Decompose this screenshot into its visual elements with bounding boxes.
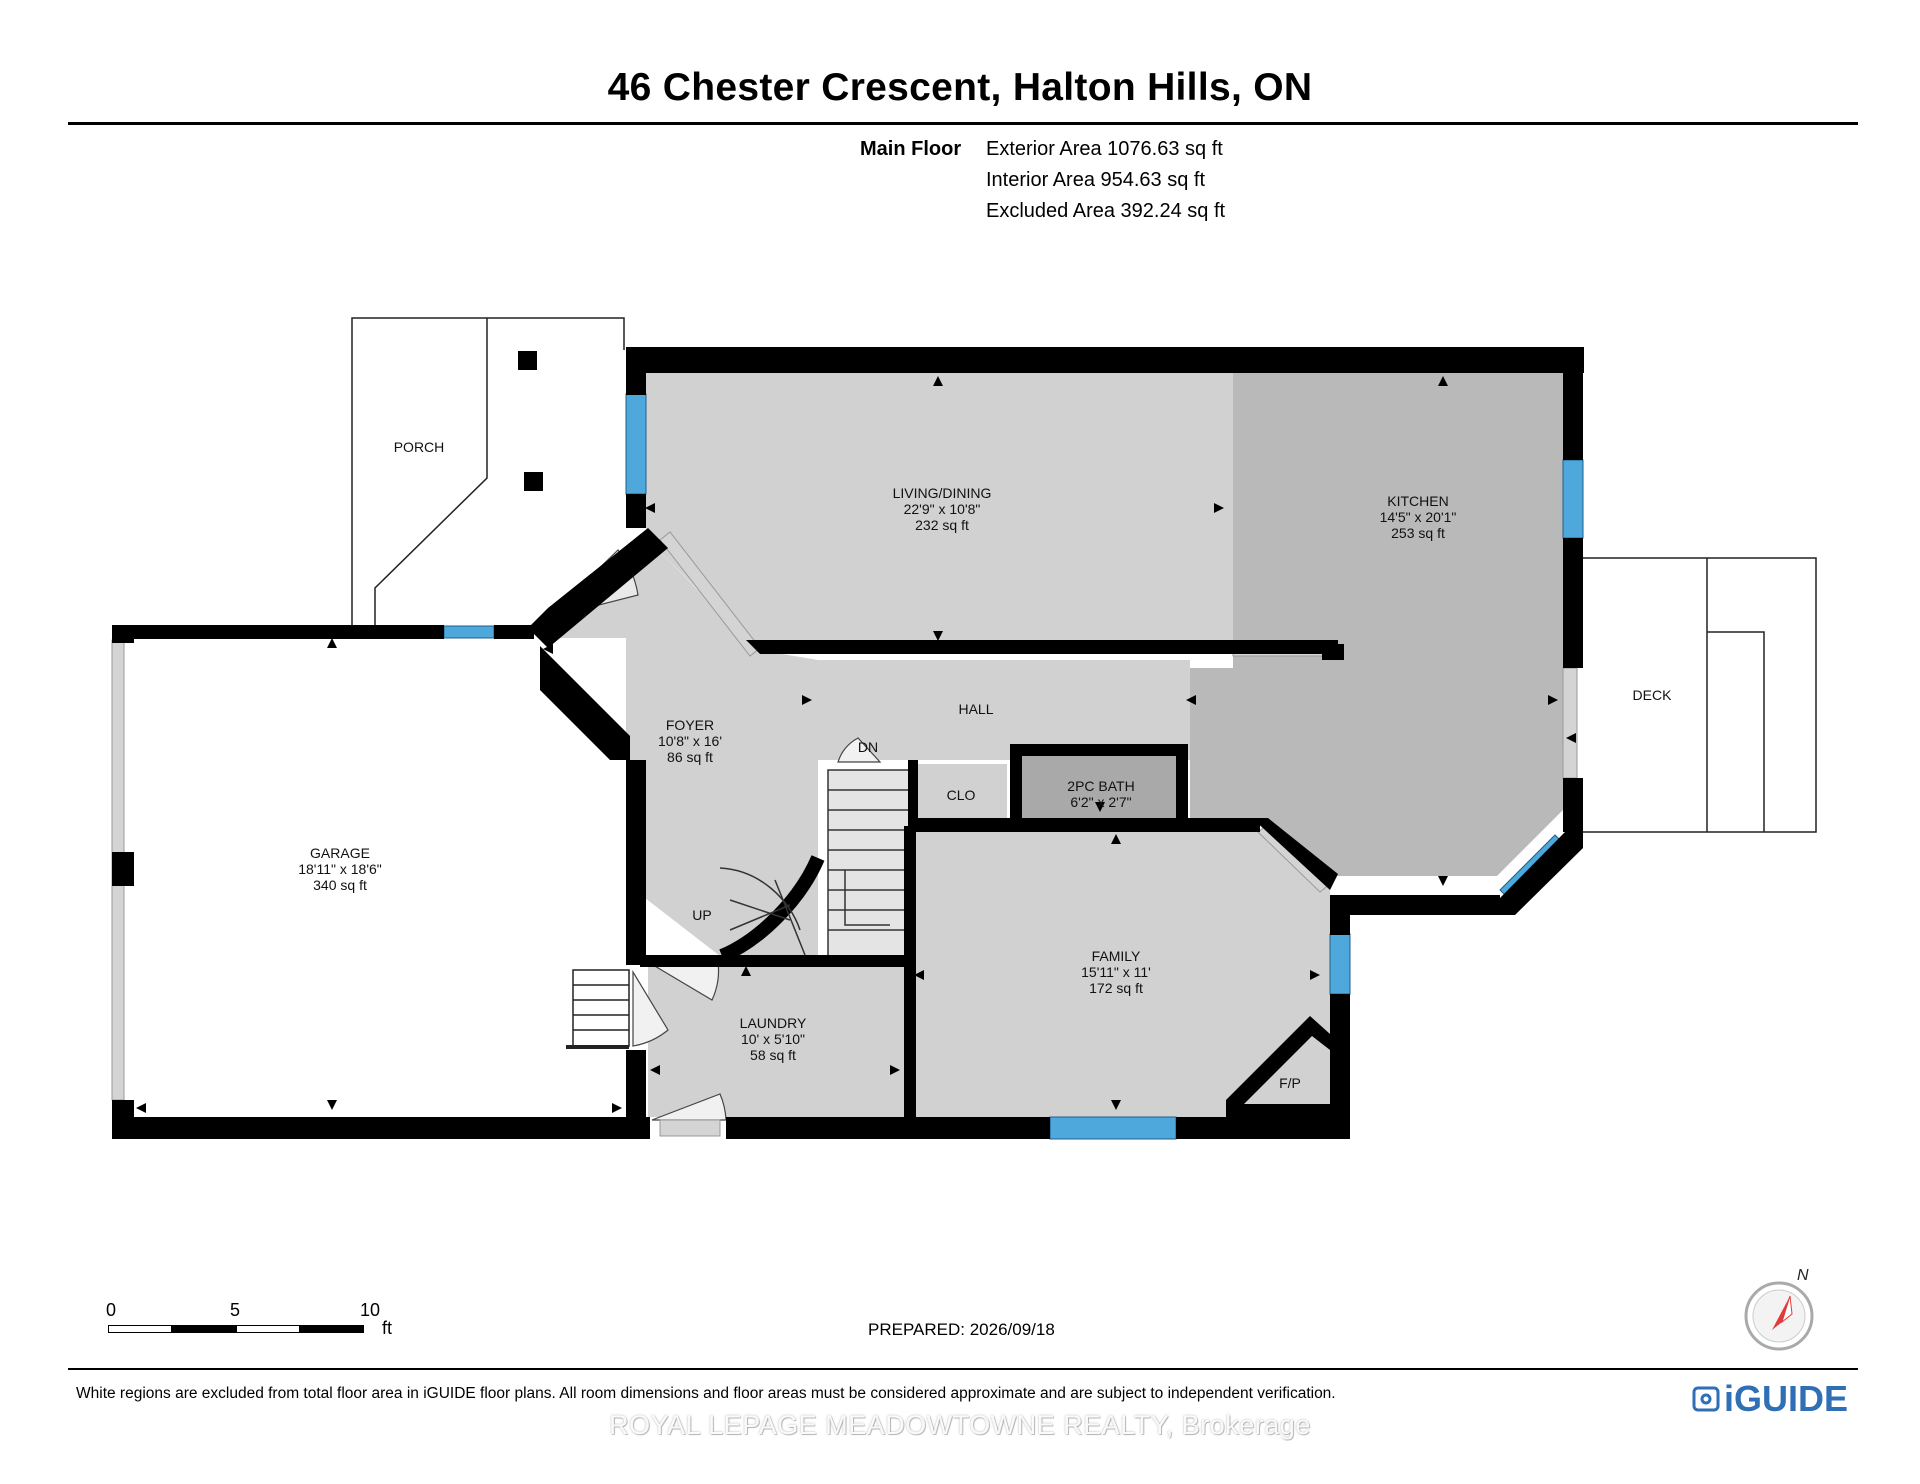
interior-area: Interior Area 954.63 sq ft bbox=[986, 169, 1206, 191]
walls bbox=[112, 347, 1584, 1139]
garage-label: GARAGE bbox=[310, 845, 370, 861]
prepared-date: PREPARED: 2026/09/18 bbox=[868, 1320, 1055, 1339]
garage-steps bbox=[566, 969, 630, 1049]
living-dining-area: 232 sq ft bbox=[915, 517, 969, 533]
stairs bbox=[719, 769, 911, 963]
porch-label: PORCH bbox=[394, 439, 445, 455]
kitchen-area: 253 sq ft bbox=[1391, 525, 1445, 541]
fp-label: F/P bbox=[1279, 1075, 1301, 1091]
compass-north: N bbox=[1797, 1267, 1809, 1284]
porch-post bbox=[518, 351, 537, 370]
deck-label: DECK bbox=[1633, 687, 1673, 703]
clo-label: CLO bbox=[947, 787, 976, 803]
disclaimer: White regions are excluded from total fl… bbox=[76, 1385, 1336, 1402]
bath-dims: 6'2" x 2'7" bbox=[1070, 794, 1131, 810]
foyer-area: 86 sq ft bbox=[667, 749, 713, 765]
porch-post bbox=[524, 472, 543, 491]
family-area: 172 sq ft bbox=[1089, 980, 1143, 996]
iguide-logo-icon bbox=[1692, 1386, 1720, 1412]
bottom-rule bbox=[68, 1368, 1858, 1370]
scale-bar bbox=[108, 1305, 398, 1335]
laundry-fill bbox=[648, 966, 904, 1117]
laundry-label: LAUNDRY bbox=[740, 1015, 807, 1031]
kitchen-fill bbox=[1190, 372, 1563, 876]
porch-outline bbox=[351, 317, 625, 626]
top-rule bbox=[68, 122, 1858, 125]
floor-name: Main Floor bbox=[860, 138, 962, 160]
foyer-dims: 10'8" x 16' bbox=[658, 733, 722, 749]
clo-fill bbox=[912, 764, 1007, 826]
garage-dims: 18'11" x 18'6" bbox=[298, 861, 382, 877]
kitchen-dims: 14'5" x 20'1" bbox=[1380, 509, 1457, 525]
iguide-logo: iGUIDE bbox=[1692, 1378, 1848, 1420]
scale-unit: ft bbox=[382, 1318, 393, 1338]
garage-fill bbox=[130, 638, 626, 1118]
garage-area: 340 sq ft bbox=[313, 877, 367, 893]
iguide-brand: iGUIDE bbox=[1724, 1378, 1849, 1419]
family-label: FAMILY bbox=[1092, 948, 1141, 964]
living-dining-label: LIVING/DINING bbox=[893, 485, 992, 501]
watermark: ROYAL LEPAGE MEADOWTOWNE REALTY, Brokera… bbox=[609, 1410, 1311, 1440]
stairs-up-label: UP bbox=[692, 907, 711, 923]
compass-icon: N bbox=[1744, 1267, 1814, 1351]
living-dining-dims: 22'9" x 10'8" bbox=[904, 501, 981, 517]
family-fill bbox=[912, 832, 1330, 1117]
excluded-area: Excluded Area 392.24 sq ft bbox=[986, 200, 1226, 222]
family-dims: 15'11" x 11' bbox=[1081, 964, 1151, 980]
scale-tick-0: 0 bbox=[106, 1300, 117, 1320]
deck-outline bbox=[1582, 557, 1817, 833]
kitchen-label: KITCHEN bbox=[1387, 493, 1448, 509]
hall-label: HALL bbox=[958, 701, 993, 717]
laundry-area: 58 sq ft bbox=[750, 1047, 796, 1063]
stairs-down-label: DN bbox=[858, 739, 878, 755]
bath-label: 2PC BATH bbox=[1067, 778, 1134, 794]
page-title: 46 Chester Crescent, Halton Hills, ON bbox=[607, 66, 1313, 109]
foyer-label: FOYER bbox=[666, 717, 714, 733]
living-dining-fill bbox=[646, 372, 1233, 649]
laundry-dims: 10' x 5'10" bbox=[741, 1031, 805, 1047]
hall-fill bbox=[818, 660, 1190, 760]
scale-tick-5: 5 bbox=[230, 1300, 241, 1320]
dimension-arrows bbox=[136, 376, 1576, 1113]
exterior-area: Exterior Area 1076.63 sq ft bbox=[986, 138, 1223, 160]
scale-tick-10: 10 bbox=[360, 1300, 381, 1320]
